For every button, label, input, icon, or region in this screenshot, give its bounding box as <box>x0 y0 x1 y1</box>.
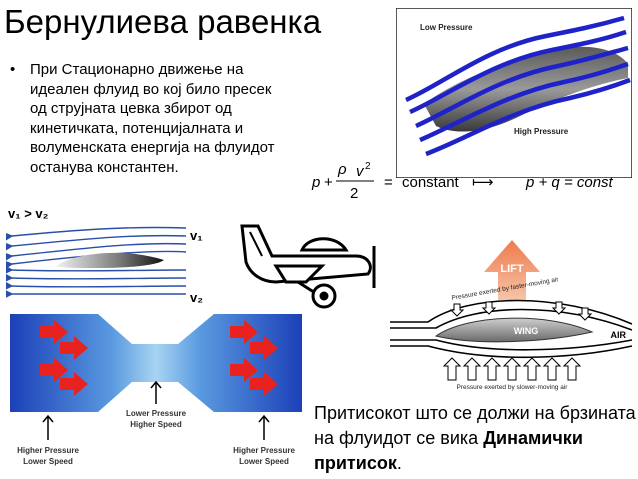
dynamic-pressure-text: Притисокот што се должи на брзината на ф… <box>314 401 636 476</box>
wing-streamline-image: Low Pressure High Pressure <box>396 8 632 178</box>
venturi-tube-diagram: Lower Pressure Higher Speed Higher Press… <box>10 314 302 466</box>
bernoulli-formula: p + ρ v 2 2 = constant ⟼ p + q = const <box>311 161 614 202</box>
wing-label: WING <box>514 326 539 336</box>
wing-shape-lift <box>434 317 594 343</box>
lift-label: LIFT <box>500 263 523 275</box>
bottom-pressure-note: Pressure exerted by slower-moving air <box>457 384 569 391</box>
formula-rhs: p + q = const <box>525 174 614 191</box>
airplane-icon <box>240 224 376 309</box>
formula-equals: = <box>384 174 393 191</box>
bottom-pressure-arrows <box>442 357 582 381</box>
sentence-period: . <box>396 453 402 473</box>
dynamic-pressure-term: Динамички притисок <box>314 428 583 473</box>
top-pressure-arrows <box>449 301 593 321</box>
air-label: AIR <box>611 330 627 340</box>
wing-shape <box>424 46 628 132</box>
dynamic-pressure-sentence: Притисокот што се должи на брзината на ф… <box>314 403 636 448</box>
high-pressure-label: High Pressure <box>514 127 569 136</box>
higher-speed-label: Higher Speed <box>130 420 182 429</box>
v1-label: v₁ <box>190 228 203 243</box>
formula-maps-to-icon: ⟼ <box>472 174 494 191</box>
streamlines <box>405 15 631 157</box>
formula-p: p <box>311 174 320 191</box>
label-pointer-arrows <box>42 380 270 440</box>
formula-denominator: 2 <box>350 185 358 202</box>
lower-speed-right-label: Lower Speed <box>239 457 289 466</box>
formula-v: v <box>356 163 365 180</box>
higher-pressure-right-label: Higher Pressure <box>233 446 295 455</box>
bullet-dot-icon: • <box>10 61 16 78</box>
lower-speed-left-label: Lower Speed <box>23 457 73 466</box>
airfoil-velocity-diagram: v₁ > v₂ v₁ v₂ <box>6 206 203 304</box>
formula-rho: ρ <box>337 161 347 178</box>
lift-diagram: LIFT WING AIR Pressure exerted by faster… <box>390 240 633 391</box>
air-flow-lines <box>390 299 633 359</box>
higher-pressure-left-label: Higher Pressure <box>17 446 79 455</box>
lift-arrow <box>484 240 540 300</box>
bullet-text: При Стационарно движење на идеален флуид… <box>30 61 275 176</box>
lower-pressure-label: Lower Pressure <box>126 409 187 418</box>
bullet-paragraph: • При Стационарно движење на идеален флу… <box>10 60 292 178</box>
v1-gt-v2-label: v₁ > v₂ <box>8 206 49 221</box>
airfoil-shape <box>56 252 164 268</box>
slide-title: Бернулиева равенка <box>4 3 322 40</box>
formula-square: 2 <box>365 161 371 172</box>
low-pressure-label: Low Pressure <box>420 23 473 32</box>
formula-constant: constant <box>402 174 460 191</box>
v2-label: v₂ <box>190 290 203 304</box>
formula-plus: + <box>324 174 333 191</box>
red-pressure-arrows <box>40 320 278 396</box>
